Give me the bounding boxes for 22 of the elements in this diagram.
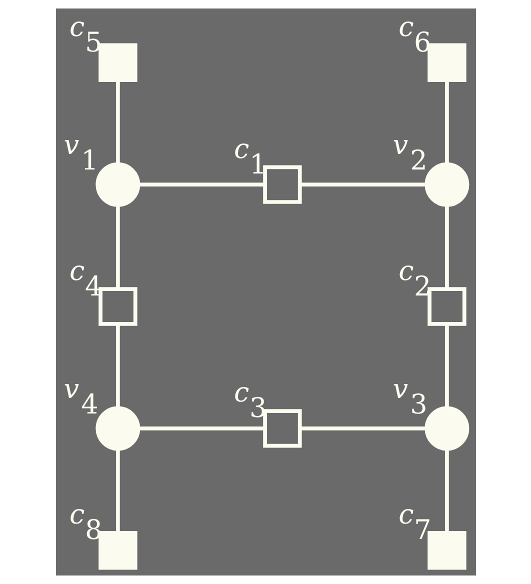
node-circle <box>95 406 140 451</box>
node-box <box>98 43 137 82</box>
node-circle <box>424 162 469 207</box>
connector <box>116 450 120 532</box>
node-box <box>98 287 137 326</box>
connector <box>139 182 264 187</box>
node-box <box>262 409 302 448</box>
node-box <box>262 165 302 204</box>
node-box <box>427 287 466 326</box>
node-box <box>98 531 137 570</box>
connector <box>444 80 448 164</box>
connector <box>300 182 425 187</box>
connector <box>444 324 448 407</box>
connector <box>444 450 448 532</box>
connector <box>116 80 120 164</box>
connector <box>116 206 120 288</box>
node-circle <box>95 162 140 207</box>
node-circle <box>424 406 469 451</box>
connector <box>300 426 425 430</box>
connector <box>139 426 264 430</box>
connector <box>116 324 120 407</box>
connector <box>444 206 448 288</box>
